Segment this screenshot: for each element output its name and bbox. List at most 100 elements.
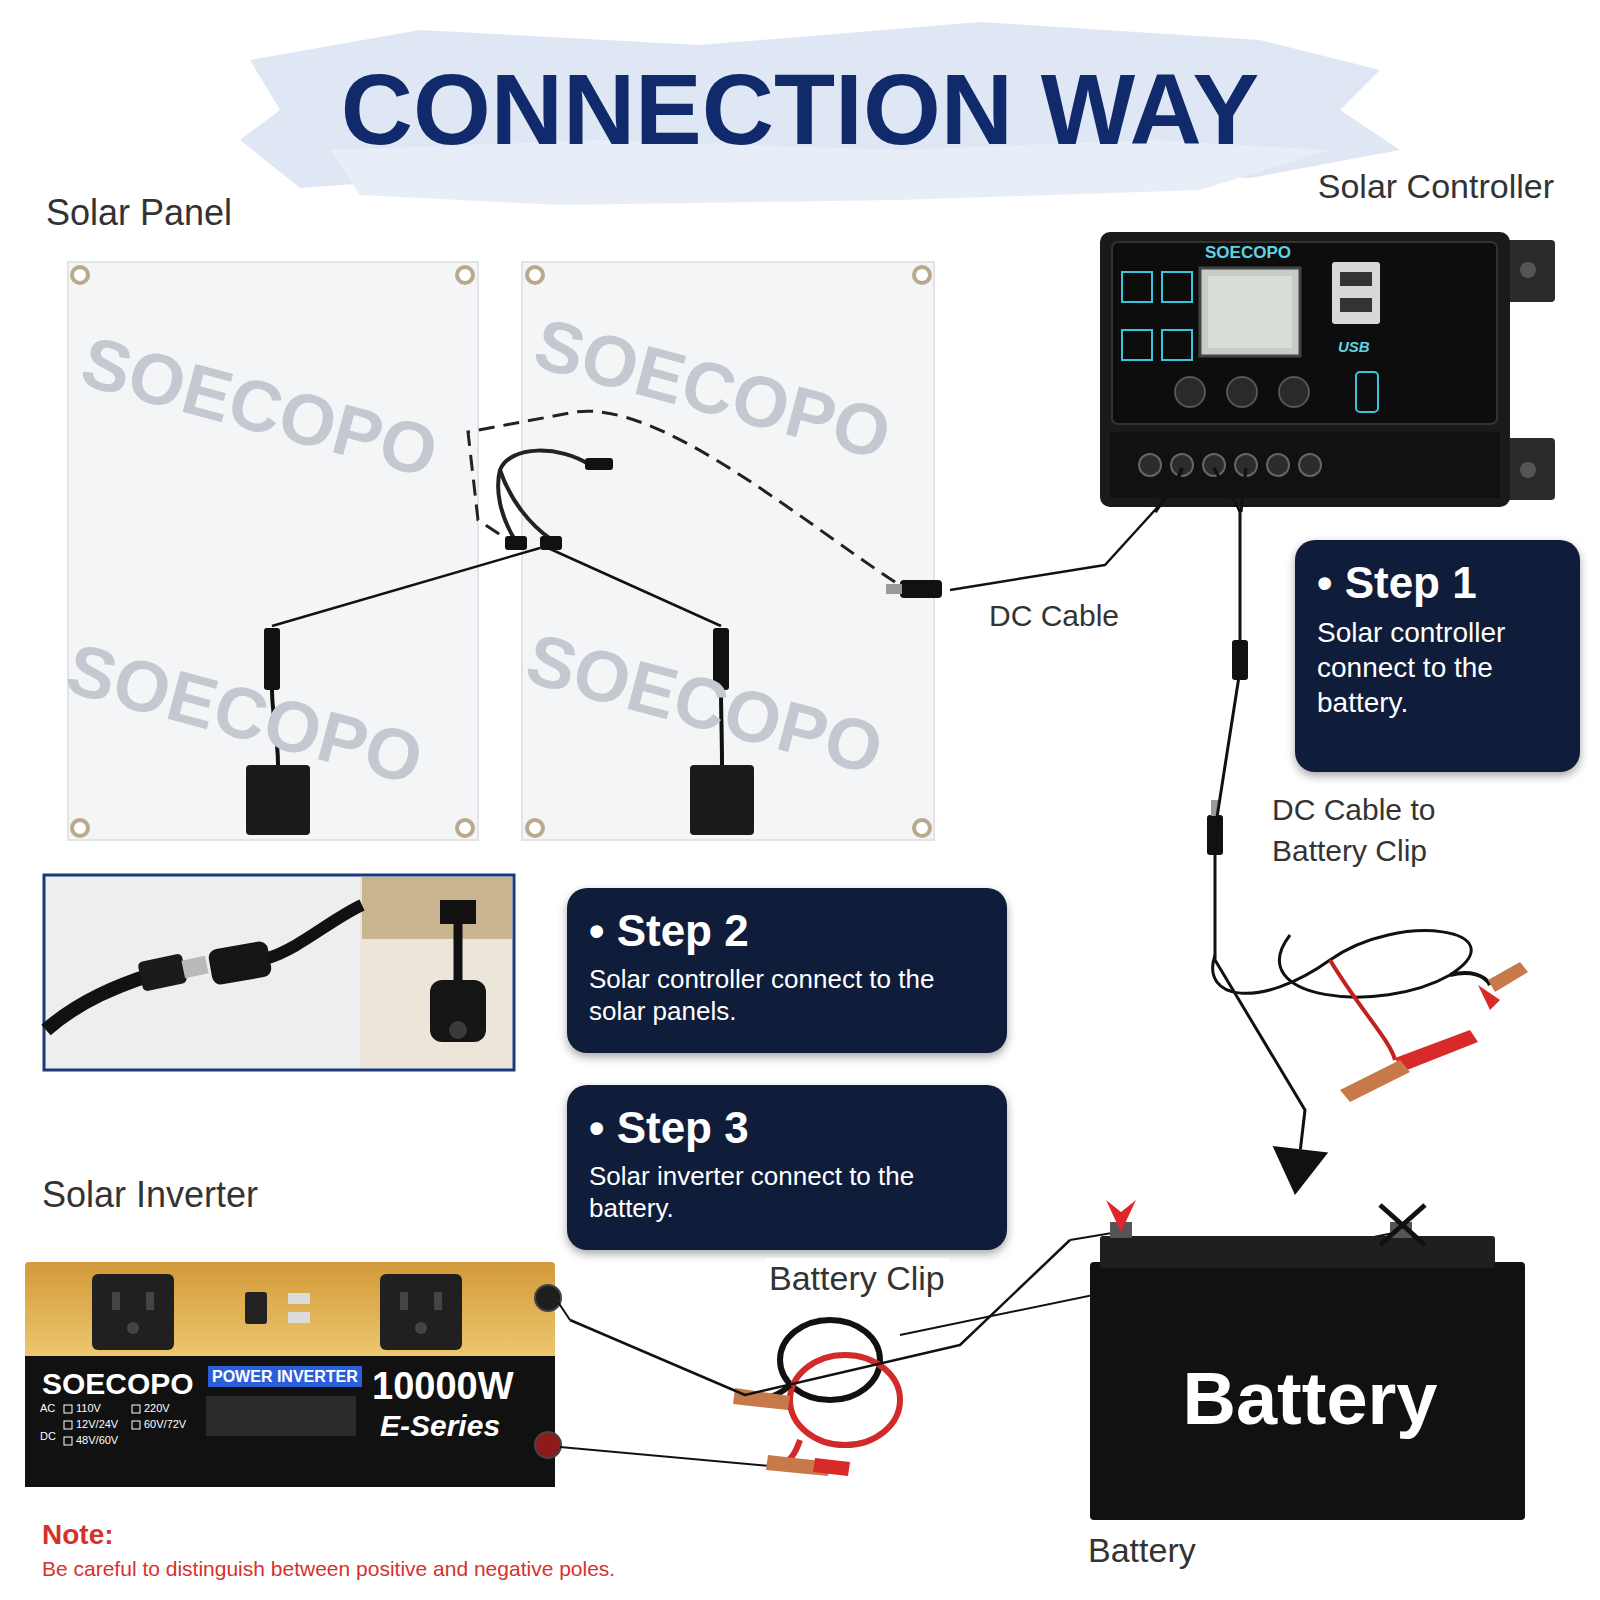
- battery-clips-part: [790, 1355, 900, 1445]
- power-inverter-device-part-part: [132, 1421, 140, 1429]
- connector-photo-part: [268, 905, 362, 958]
- power-inverter-device-part: [245, 1292, 267, 1324]
- solar-panels-part: [886, 584, 902, 594]
- solar-panels-part: [548, 548, 721, 626]
- battery-clip-cable-part: [1488, 962, 1528, 992]
- step-body: Solar controller connect to the battery.: [1317, 615, 1558, 720]
- node-label: Battery: [1070, 1355, 1550, 1444]
- solar-controller-device-part-part: [1267, 454, 1289, 476]
- node-label: Solar Controller: [1318, 166, 1554, 207]
- step-heading: • Step 3: [589, 1103, 985, 1154]
- power-inverter-device-part: [112, 1292, 442, 1334]
- power-inverter-device-part-part: [127, 1322, 139, 1334]
- solar-controller-device-part-part: [1122, 272, 1152, 302]
- power-inverter-device-part-part: [64, 1437, 72, 1445]
- power-inverter-device-part: [380, 1274, 462, 1350]
- step-body: Solar inverter connect to the battery.: [589, 1160, 985, 1225]
- battery-clip-cable-part: [1330, 960, 1395, 1060]
- solar-panels-part: [540, 536, 562, 550]
- note-text: Be careful to distinguish between positi…: [42, 1556, 615, 1581]
- battery: BatteryBattery: [1070, 1195, 1556, 1595]
- step-heading: • Step 2: [589, 906, 985, 957]
- spec-text: AC: [40, 1402, 55, 1415]
- brand-logo: SOECOPO: [1205, 243, 1291, 263]
- connector-photo-part: [44, 875, 514, 1070]
- solar-controller-device-part-part: [1139, 454, 1161, 476]
- edge-label: DC Cable: [985, 598, 1123, 634]
- solar-panels-part-part: [72, 267, 88, 283]
- solar-controller-device-part: [1175, 377, 1205, 407]
- title: CONNECTION WAY: [0, 52, 1600, 167]
- solar-panels-part: [505, 536, 527, 550]
- solar-controller-device-part: [1340, 298, 1372, 312]
- power-inverter-device-part: [535, 1432, 561, 1458]
- battery-body-part: [1106, 1200, 1136, 1232]
- connector-line: [950, 510, 1155, 590]
- usb-mark: USB: [1338, 338, 1370, 356]
- solar-controller-device-part: [1100, 232, 1510, 507]
- power-inverter-device-part: [288, 1293, 310, 1304]
- power-inverter-device-part: [25, 1356, 555, 1487]
- spec-text: 60V/72V: [144, 1418, 186, 1431]
- solar-controller-device-part: [1227, 377, 1257, 407]
- solar-panels-part-part: [457, 820, 473, 836]
- connector-photo-part: [46, 975, 150, 1030]
- solar-controller-device-part-part: [1299, 454, 1321, 476]
- solar-controller-device-part-part: [1162, 330, 1192, 360]
- edge-label: Battery Clip: [765, 1258, 949, 1299]
- power-inverter-device-part: [535, 1285, 561, 1311]
- note-heading: Note:: [42, 1518, 114, 1552]
- spec-text: 220V: [144, 1402, 170, 1415]
- battery-clips-part: [813, 1458, 850, 1476]
- connector-photo-part: [360, 877, 512, 1068]
- solar-panels: [68, 262, 942, 840]
- solar-controller-device-part: [1139, 454, 1321, 476]
- solar-controller-device-part: [1208, 276, 1292, 348]
- connector-photo-part: [430, 980, 486, 1042]
- connector-photo-part: [449, 1021, 467, 1039]
- battery-clip-cable-part: [1340, 1060, 1410, 1102]
- power-inverter-device: [25, 1262, 770, 1487]
- brand-logo: SOECOPO: [42, 1366, 194, 1402]
- battery-body-part: [1380, 1205, 1425, 1245]
- spec-text: 48V/60V: [76, 1434, 118, 1447]
- solar-controller-device-part: [1332, 262, 1380, 324]
- step-box: • Step 2Solar controller connect to the …: [567, 888, 1007, 1053]
- spec-text: 12V/24V: [76, 1418, 118, 1431]
- solar-controller-device-part: [1279, 377, 1309, 407]
- spec-text: 110V: [76, 1402, 101, 1415]
- solar-controller-device-part: [1110, 432, 1500, 498]
- power-inverter-device-part: [92, 1274, 174, 1350]
- solar-controller-device-part-part: [1356, 372, 1378, 412]
- solar-panels-part-part: [457, 267, 473, 283]
- power-inverter-device-part-part: [400, 1292, 408, 1310]
- series-name: E-Series: [380, 1408, 500, 1444]
- power-inverter-device-part-part: [112, 1292, 120, 1310]
- edge-label: DC Cable to Battery Clip: [1268, 790, 1532, 871]
- power-inverter-device-part-part: [132, 1405, 140, 1413]
- node-label: Solar Inverter: [42, 1173, 258, 1216]
- step-box: • Step 3 Solar inverter connect to the ba…: [567, 1085, 1007, 1250]
- solar-inverter: Solar Inverter: [20, 1165, 570, 1497]
- connector-photo-part: [137, 953, 187, 992]
- solar-panels-part-part: [527, 267, 543, 283]
- solar-panels-part-part: [914, 267, 930, 283]
- solar-panels-part: [585, 458, 613, 470]
- node-label: Battery: [1088, 1530, 1196, 1571]
- solar-panels-part: [500, 470, 552, 540]
- battery-body-part: [1100, 1236, 1495, 1268]
- solar-panels-part-part: [527, 820, 543, 836]
- power-inverter-device-part-part: [64, 1405, 72, 1413]
- solar-controller-device-part: [1155, 468, 1182, 512]
- connector: [950, 510, 1155, 590]
- solar-controller: Solar Controller: [1095, 162, 1560, 510]
- power-inverter-device-part: [558, 1302, 570, 1320]
- solar-controller-device-part: [1112, 242, 1497, 424]
- solar-controller-device-part-part: [1122, 330, 1152, 360]
- solar-controller-device-part: [1200, 268, 1300, 356]
- step-heading: • Step 1: [1317, 558, 1558, 609]
- power-inverter-device-part-part: [415, 1322, 427, 1334]
- solar-controller-device-part: [1340, 272, 1372, 286]
- solar-panels-part-part: [914, 820, 930, 836]
